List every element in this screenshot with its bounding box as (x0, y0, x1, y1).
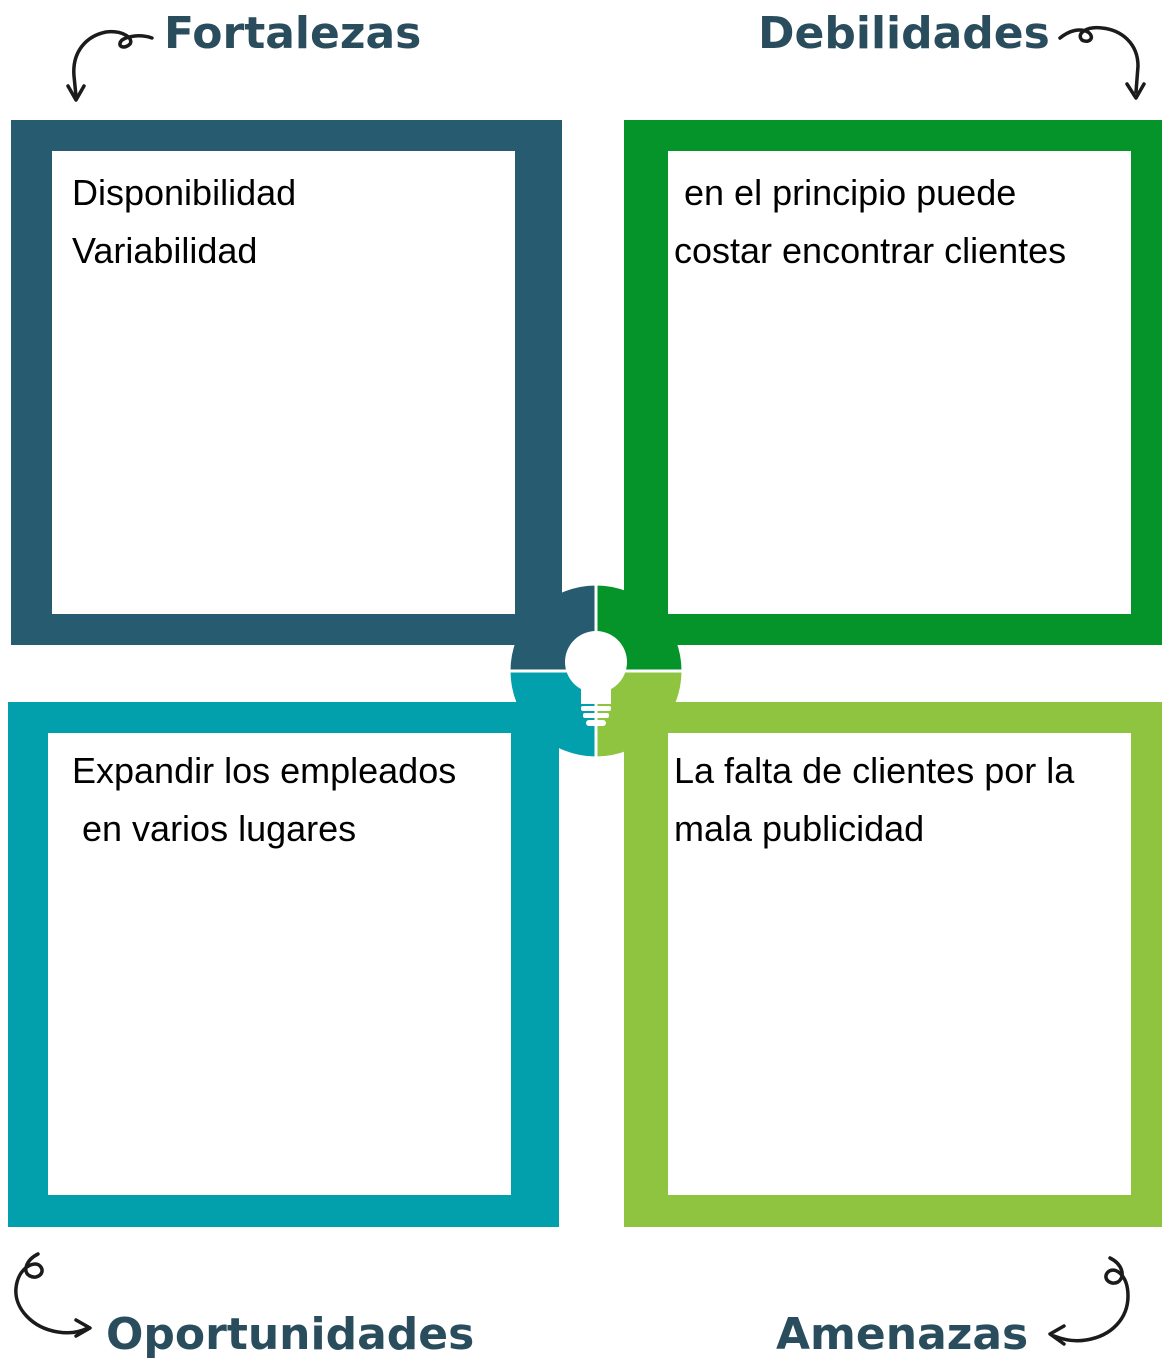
title-threats: Amenazas (776, 1309, 1029, 1360)
strengths-line-1: Disponibilidad (72, 172, 297, 213)
title-weaknesses: Debilidades (758, 8, 1050, 59)
weaknesses-line-2: costar encontrar clientes (674, 230, 1067, 271)
title-strengths: Fortalezas (164, 8, 422, 59)
quadrant-weaknesses (624, 120, 1162, 645)
weaknesses-line-1: en el principio puede (674, 172, 1017, 213)
strengths-line-2: Variabilidad (72, 230, 258, 271)
opportunities-line-2: en varios lugares (72, 808, 357, 849)
curly-arrow-icon (66, 29, 154, 102)
lightbulb-icon (565, 631, 627, 726)
quadrant-opportunities (8, 702, 559, 1227)
threats-line-2: mala publicidad (674, 808, 925, 849)
curly-arrow-icon (1048, 1256, 1130, 1346)
opportunities-line-1: Expandir los empleados (72, 750, 457, 791)
curly-arrow-icon (1058, 25, 1146, 100)
curly-arrow-icon (14, 1252, 92, 1338)
quadrant-threats (624, 702, 1162, 1227)
quadrant-strengths (11, 120, 562, 645)
title-opportunities: Oportunidades (106, 1309, 475, 1360)
threats-line-1: La falta de clientes por la (674, 750, 1075, 791)
